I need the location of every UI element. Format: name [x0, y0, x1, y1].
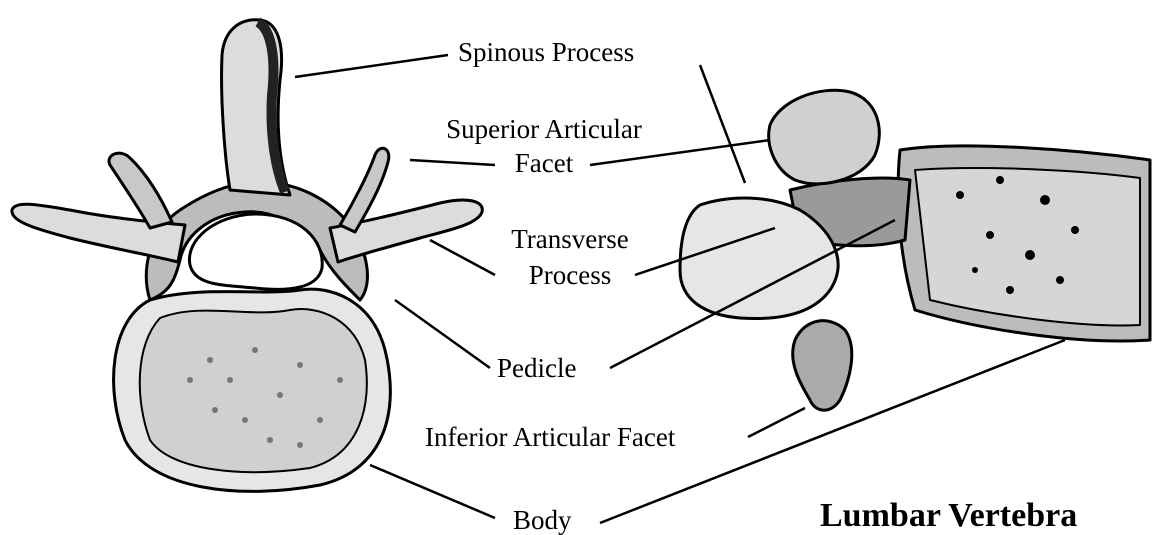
label-inferior-articular-facet: Inferior Articular Facet	[425, 422, 675, 452]
superior-view-vertebra	[12, 20, 482, 492]
label-transverse-process-line1: Transverse	[490, 224, 650, 254]
label-superior-articular-facet-line2: Facet	[418, 148, 670, 178]
label-body: Body	[513, 505, 572, 535]
label-spinous-process: Spinous Process	[458, 37, 634, 67]
label-transverse-process: Transverse Process	[490, 224, 650, 290]
superior-facet-lateral	[769, 90, 880, 184]
label-superior-articular-facet-line1: Superior Articular	[418, 114, 670, 144]
label-pedicle: Pedicle	[497, 353, 576, 383]
vertebral-body-inner	[140, 309, 367, 472]
diagram-title: Lumbar Vertebra	[820, 497, 1077, 535]
label-transverse-process-line2: Process	[490, 260, 650, 290]
label-superior-articular-facet: Superior Articular Facet	[418, 114, 670, 178]
lateral-view-vertebra	[680, 90, 1150, 410]
inferior-facet-lateral	[793, 321, 852, 410]
